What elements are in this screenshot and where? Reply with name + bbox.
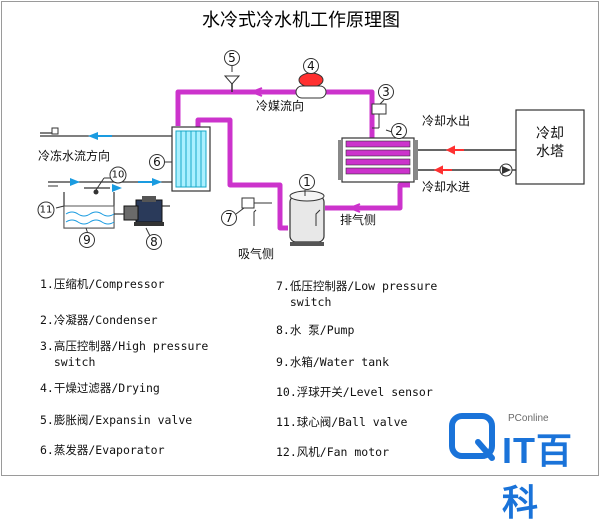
- legend-item-10: 10.浮球开关/Level sensor: [276, 385, 433, 399]
- logo-mark-icon: [449, 413, 495, 461]
- legend-item-7: 7.低压控制器/Low pressure switch: [276, 279, 438, 309]
- chiller-diagram: 冷却 水塔: [37, 50, 585, 261]
- cooling-water-pipe: [418, 149, 516, 171]
- diagram-title: 水冷式冷水机工作原理图: [202, 10, 400, 31]
- condenser: [338, 137, 418, 183]
- legend-item-9: 9.水箱/Water tank: [276, 355, 390, 369]
- cooling-tower-label-1: 冷却: [536, 126, 564, 142]
- marker-2: 2: [395, 124, 403, 138]
- marker-5: 5: [228, 51, 236, 65]
- legend-item-3: 3.高压控制器/High pressure switch: [40, 339, 209, 369]
- suction-side-label: 吸气侧: [238, 246, 274, 261]
- watermark-text: IT百科: [502, 430, 573, 523]
- marker-8: 8: [150, 235, 158, 249]
- marker-11: 11: [40, 205, 53, 216]
- marker-10: 10: [112, 170, 125, 181]
- legend-item-2: 2.冷凝器/Condenser: [40, 313, 158, 327]
- marker-6: 6: [153, 155, 161, 169]
- marker-9: 9: [83, 233, 91, 247]
- chilled-water-flow-label: 冷冻水流方向: [38, 148, 110, 163]
- leader-lines: [55, 66, 393, 237]
- watermark-logo: PConline IT百科: [448, 406, 598, 523]
- drying-filter: [295, 72, 327, 99]
- refrigerant-flow-arrows: [249, 87, 361, 213]
- ball-valve: [40, 127, 59, 187]
- cooling-water-out-label: 冷却水出: [422, 114, 470, 128]
- high-pressure-switch: [371, 103, 387, 129]
- legend-item-4: 4.干燥过滤器/Drying: [40, 381, 160, 395]
- legend-item-12: 12.风机/Fan motor: [276, 445, 390, 459]
- low-pressure-switch: [241, 197, 272, 209]
- cooling-tower-label-2: 水塔: [536, 144, 564, 160]
- legend-item-5: 5.膨胀阀/Expansin valve: [40, 413, 193, 427]
- marker-7: 7: [225, 211, 233, 225]
- marker-3: 3: [382, 85, 390, 99]
- marker-1: 1: [303, 175, 311, 189]
- chilled-water-arrows: [70, 132, 162, 192]
- legend-item-11: 11.球心阀/Ball valve: [276, 415, 408, 429]
- water-pump: [114, 196, 164, 226]
- legend-item-8: 8.水 泵/Pump: [276, 323, 355, 337]
- legend-item-6: 6.蒸发器/Evaporator: [40, 443, 165, 457]
- compressor: [289, 190, 325, 246]
- cooling-water-in-label: 冷却水进: [422, 180, 470, 194]
- level-sensor: [93, 177, 105, 195]
- legend-item-1: 1.压缩机/Compressor: [40, 277, 165, 291]
- cooling-water-arrows: [433, 145, 464, 175]
- evaporator: [171, 126, 211, 192]
- watermark-brand: PConline: [508, 413, 549, 424]
- cooling-water-pump: [499, 163, 513, 177]
- diagram-frame: [1, 1, 599, 476]
- expansion-valve: [223, 75, 241, 92]
- cooling-tower: 冷却 水塔: [515, 109, 585, 185]
- marker-4: 4: [307, 59, 315, 73]
- water-tank: [63, 192, 115, 229]
- refrigerant-pipe: [175, 89, 410, 231]
- refrigerant-flow-label: 冷媒流向: [256, 98, 304, 113]
- discharge-side-label: 排气侧: [340, 212, 376, 227]
- number-markers: 1 2 3 4 5 6 7 8 9 10 11: [37, 50, 407, 250]
